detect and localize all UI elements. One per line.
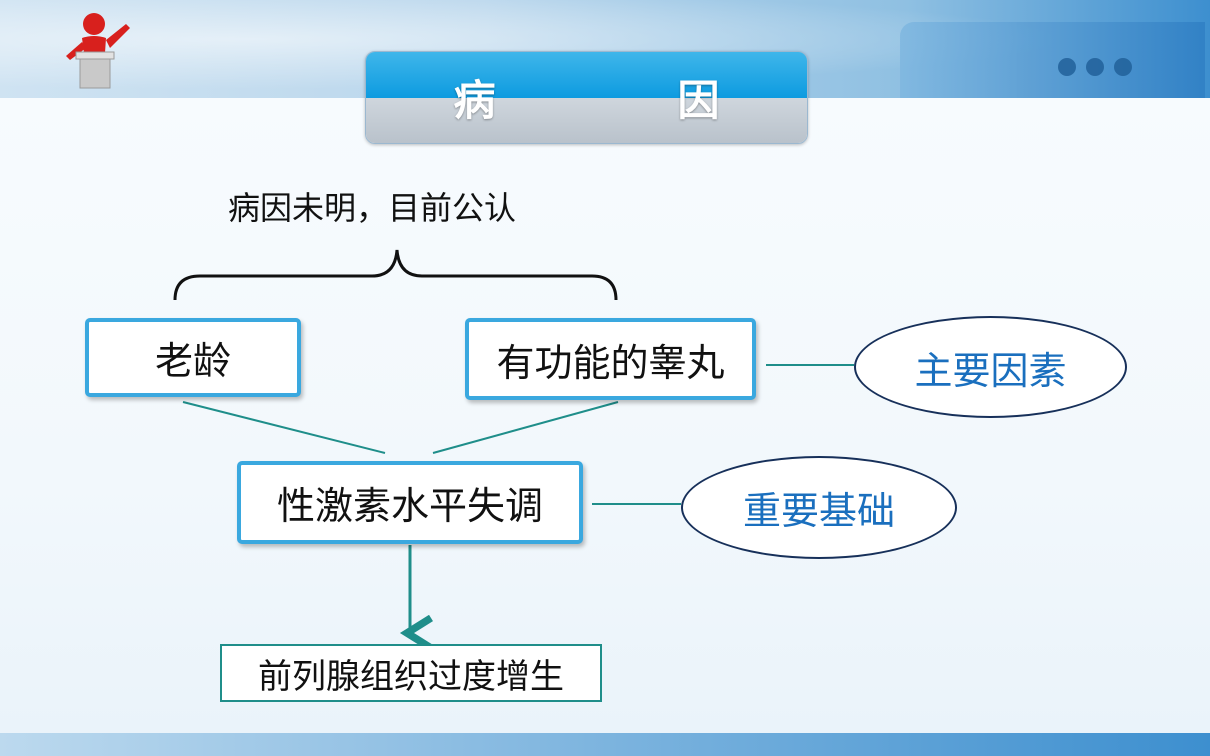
- window-dot-icon: [1086, 58, 1104, 76]
- footer-background: [0, 733, 1210, 756]
- window-dot-icon: [1114, 58, 1132, 76]
- functional-testis-box: 有功能的睾丸: [465, 318, 756, 400]
- age-to-hormone-line: [182, 401, 386, 454]
- speaker-podium-icon: [66, 13, 130, 89]
- prostate-hyperplasia-box: 前列腺组织过度增生: [220, 644, 602, 702]
- testis-to-hormone-line: [432, 401, 619, 454]
- important-basis-oval: 重要基础: [681, 456, 957, 559]
- slide-title-bar: 病 因: [365, 51, 808, 144]
- page-title: 病 因: [453, 76, 790, 125]
- hormone-imbalance-box: 性激素水平失调: [237, 461, 583, 544]
- main-factor-oval: 主要因素: [854, 316, 1127, 418]
- cause-note-text: 病因未明，目前公认: [228, 189, 517, 227]
- brace-connector: [173, 249, 618, 301]
- decorative-browser-window: [900, 22, 1205, 102]
- age-box: 老龄: [85, 318, 301, 397]
- window-dot-icon: [1058, 58, 1076, 76]
